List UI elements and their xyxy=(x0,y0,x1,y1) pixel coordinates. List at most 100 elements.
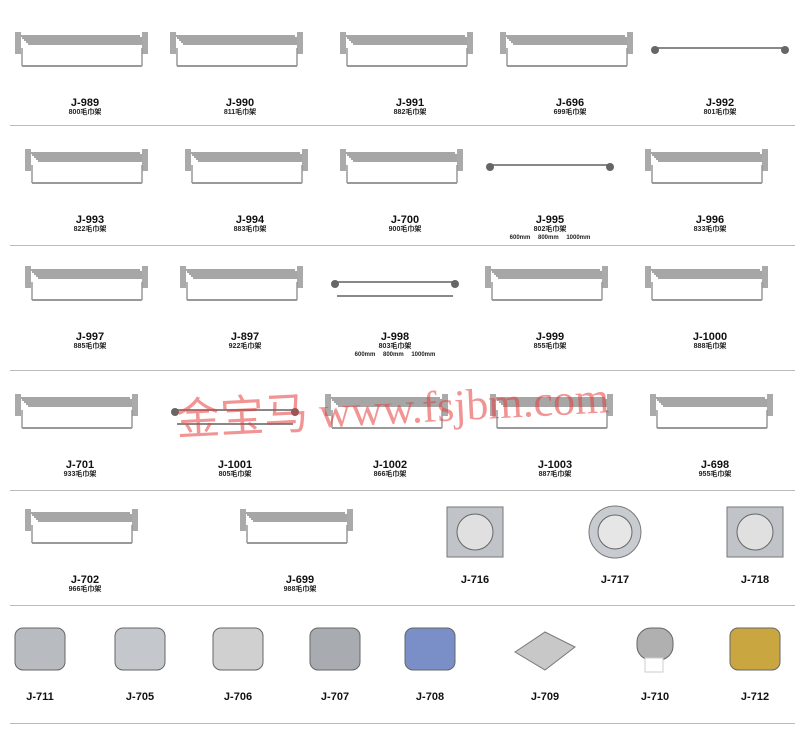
rack-image xyxy=(170,32,303,67)
row-divider xyxy=(10,490,795,491)
row-divider xyxy=(10,125,795,126)
product-item: J-709 xyxy=(510,622,580,703)
product-code: J-1003 xyxy=(537,459,573,471)
product-code: J-699 xyxy=(285,574,315,586)
rack-image xyxy=(650,394,773,429)
product-code: J-712 xyxy=(740,691,770,703)
product-code: J-696 xyxy=(555,97,585,109)
rack-image xyxy=(490,394,613,429)
drain-square-image xyxy=(726,506,784,558)
product-desc: 955毛巾架 xyxy=(698,471,732,478)
product-desc: 855毛巾架 xyxy=(533,343,567,350)
product-code: J-702 xyxy=(70,574,100,586)
product-code: J-717 xyxy=(600,574,630,586)
product-desc: 803毛巾架 xyxy=(378,343,412,350)
product-item: J-718 xyxy=(690,505,800,586)
rack-image xyxy=(25,149,148,184)
row-divider xyxy=(10,245,795,246)
product-code: J-706 xyxy=(223,691,253,703)
product-code: J-990 xyxy=(225,97,255,109)
product-desc: 885毛巾架 xyxy=(73,343,107,350)
product-sizes: 600mm 800mm 1000mm xyxy=(509,235,591,241)
product-code: J-709 xyxy=(530,691,560,703)
product-item: J-711 xyxy=(5,622,75,703)
product-code: J-995 xyxy=(535,214,565,226)
rack-image xyxy=(485,266,608,301)
rack-image xyxy=(340,149,463,184)
holder-image xyxy=(14,627,66,671)
product-code: J-707 xyxy=(320,691,350,703)
drain-round-image xyxy=(588,505,642,559)
product-desc: 882毛巾架 xyxy=(393,109,427,116)
product-code: J-991 xyxy=(395,97,425,109)
product-code: J-710 xyxy=(640,691,670,703)
product-desc: 811毛巾架 xyxy=(223,109,257,116)
product-code: J-1002 xyxy=(372,459,408,471)
product-code: J-997 xyxy=(75,331,105,343)
rack-image xyxy=(185,149,308,184)
rack-image xyxy=(25,266,148,301)
product-item: J-706 xyxy=(203,622,273,703)
bar-image xyxy=(651,46,789,54)
bar-image xyxy=(486,163,614,171)
product-code: J-718 xyxy=(740,574,770,586)
rack-image xyxy=(25,509,138,544)
product-code: J-705 xyxy=(125,691,155,703)
holder-image xyxy=(114,627,166,671)
product-code: J-989 xyxy=(70,97,100,109)
product-desc: 887毛巾架 xyxy=(538,471,572,478)
product-code: J-993 xyxy=(75,214,105,226)
product-item: J-717 xyxy=(550,505,680,586)
rack-image xyxy=(15,32,148,67)
bar2-image xyxy=(171,408,299,425)
product-desc: 933毛巾架 xyxy=(63,471,97,478)
drain-square-image xyxy=(446,506,504,558)
rack-image xyxy=(340,32,473,67)
product-code: J-700 xyxy=(390,214,420,226)
tray-image xyxy=(514,631,576,671)
product-code: J-999 xyxy=(535,331,565,343)
rack-image xyxy=(325,394,448,429)
product-item: J-710 xyxy=(620,622,690,703)
product-item: J-708 xyxy=(395,622,465,703)
rack-image xyxy=(500,32,633,67)
product-desc: 833毛巾架 xyxy=(693,226,727,233)
product-item: J-716 xyxy=(410,505,540,586)
product-desc: 888毛巾架 xyxy=(693,343,727,350)
row-divider xyxy=(10,605,795,606)
product-desc: 800毛巾架 xyxy=(68,109,102,116)
product-code: J-994 xyxy=(235,214,265,226)
rack-image xyxy=(645,149,768,184)
holder-image xyxy=(309,627,361,671)
row-divider xyxy=(10,370,795,371)
product-desc: 966毛巾架 xyxy=(68,586,102,593)
product-code: J-1000 xyxy=(692,331,728,343)
product-code: J-897 xyxy=(230,331,260,343)
holder-image xyxy=(212,627,264,671)
product-code: J-998 xyxy=(380,331,410,343)
holder-image xyxy=(404,627,456,671)
product-desc: 922毛巾架 xyxy=(228,343,262,350)
product-code: J-996 xyxy=(695,214,725,226)
product-code: J-711 xyxy=(26,691,54,703)
product-item: J-707 xyxy=(300,622,370,703)
product-item: J-712 xyxy=(720,622,790,703)
rack-image xyxy=(180,266,303,301)
